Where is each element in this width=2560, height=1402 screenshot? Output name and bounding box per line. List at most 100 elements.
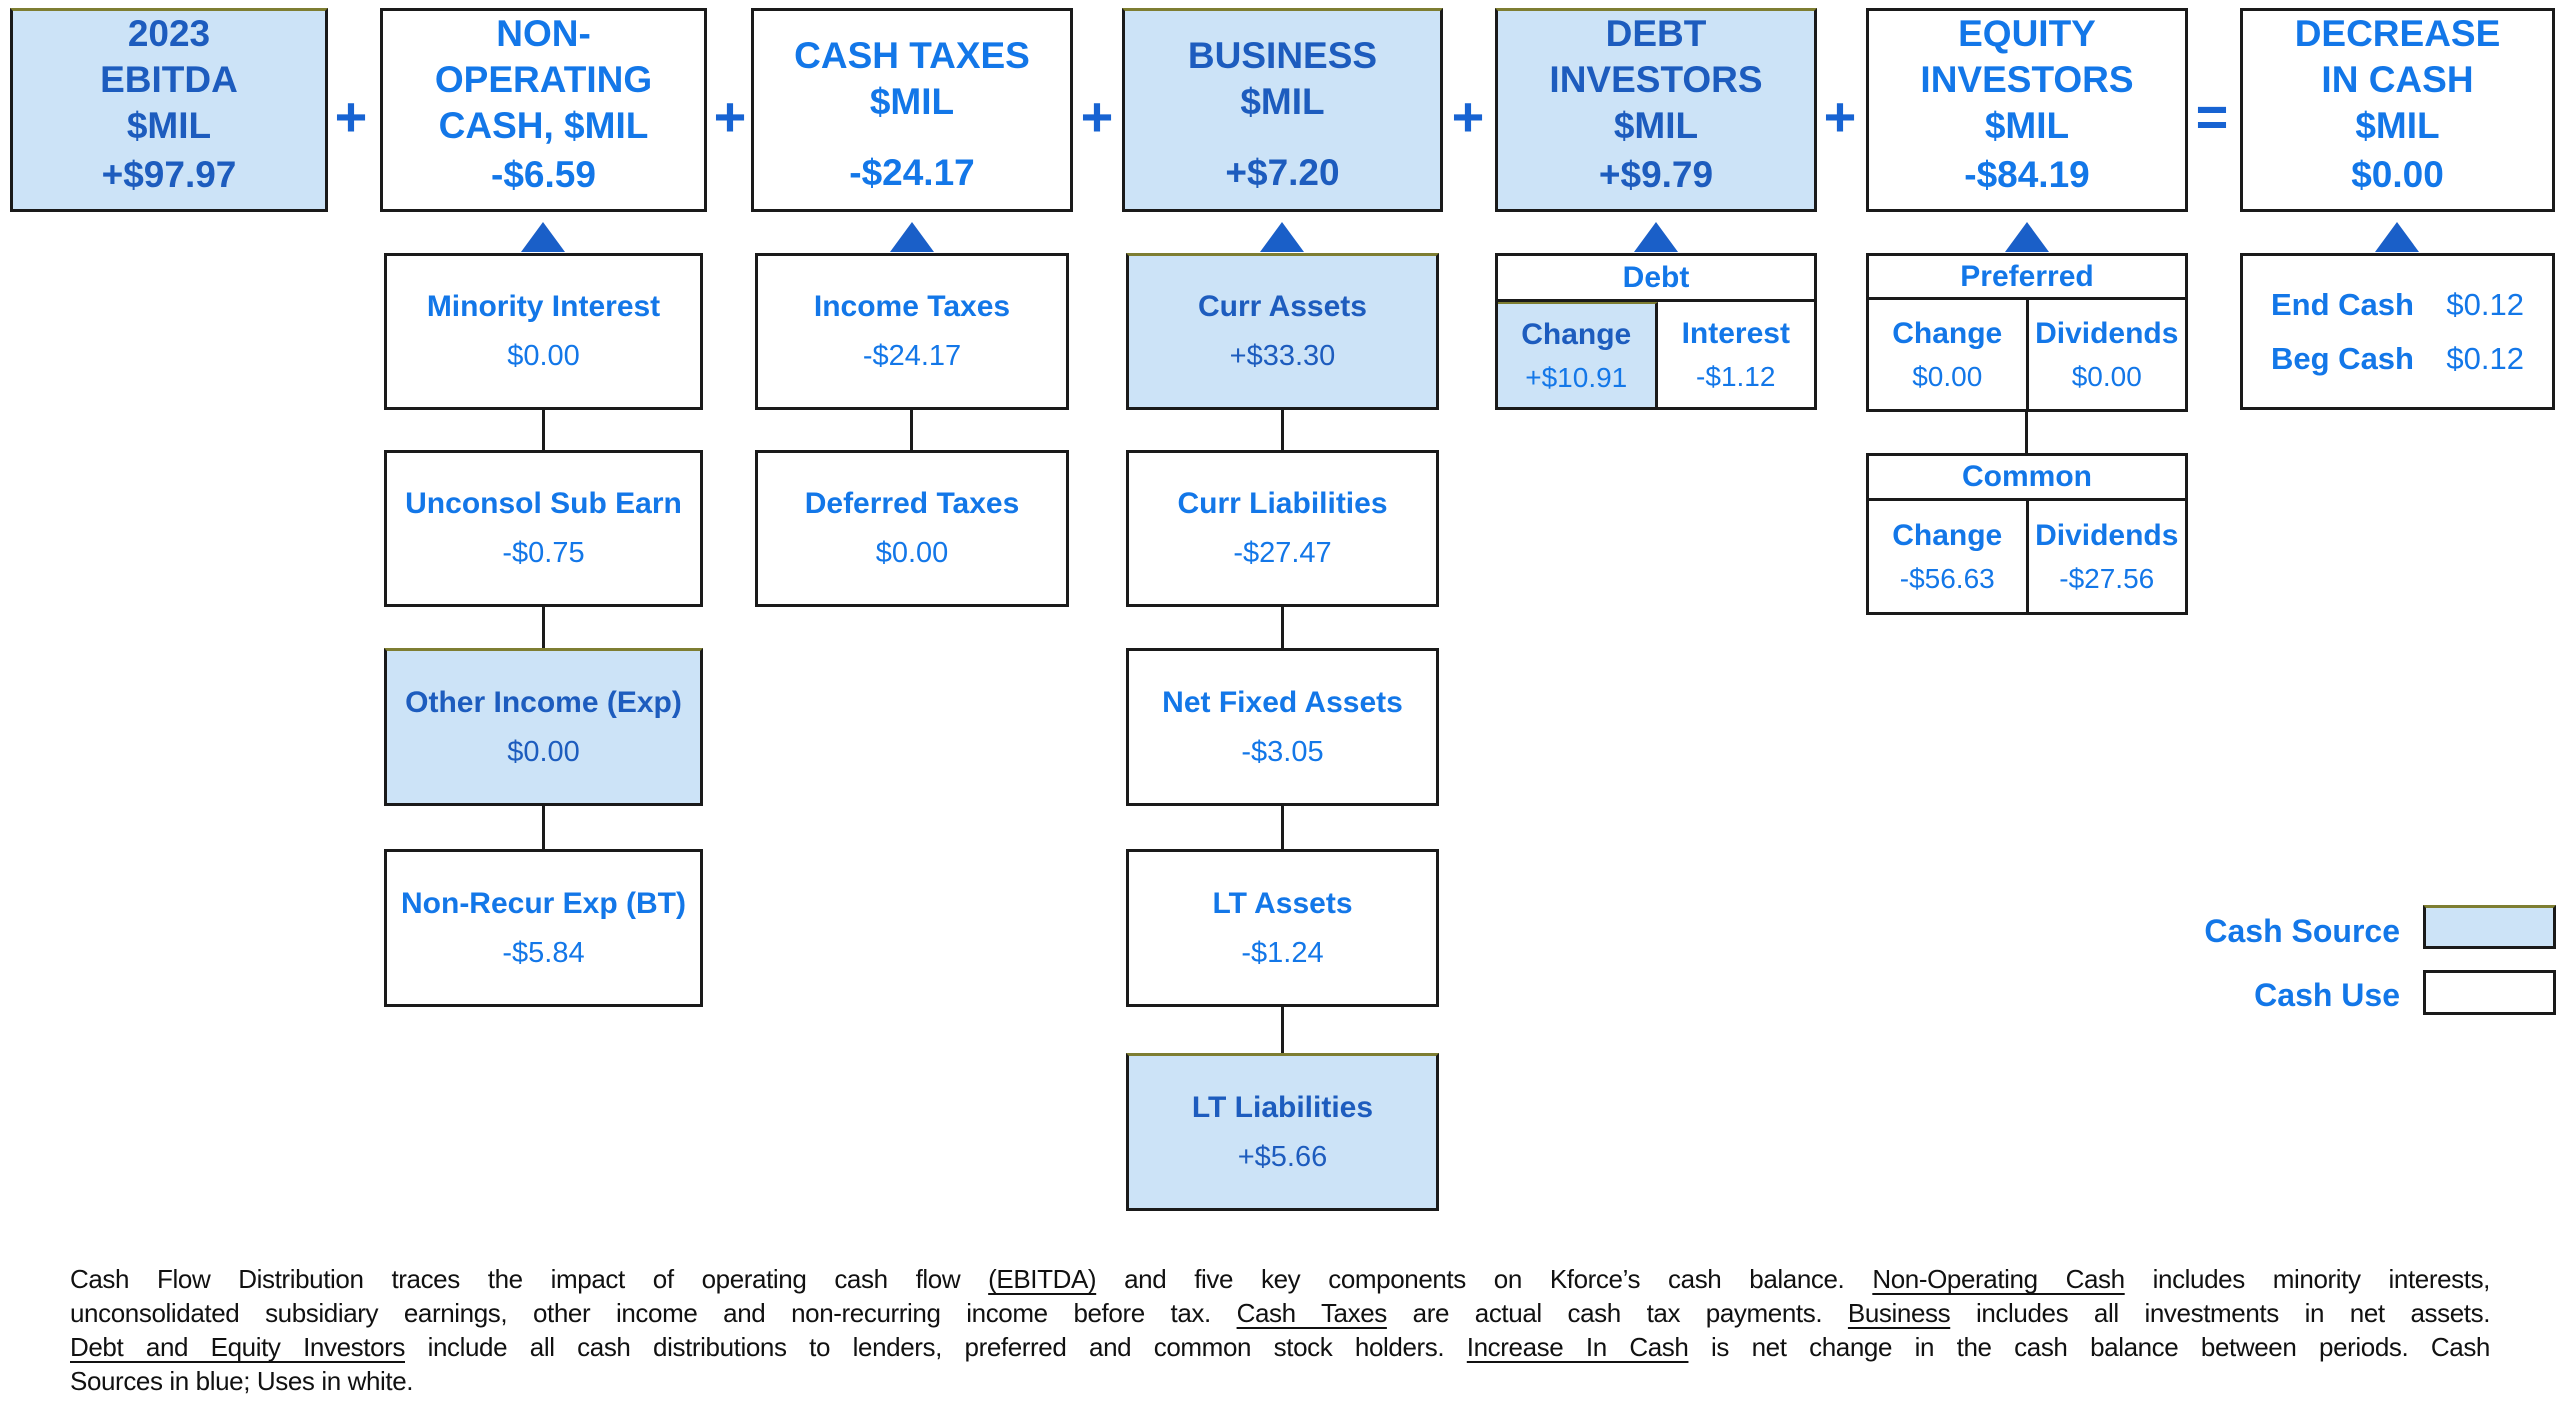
box-label: BUSINESS $MIL bbox=[1187, 35, 1378, 122]
box-debt-investors: DEBT INVESTORS $MIL +$9.79 bbox=[1495, 8, 1817, 212]
debt-interest-cell: Interest -$1.12 bbox=[1658, 302, 1815, 407]
box-cash-taxes: CASH TAXES $MIL -$24.17 bbox=[751, 8, 1073, 212]
row-label: End Cash bbox=[2271, 286, 2414, 322]
connector-line bbox=[1281, 1007, 1284, 1053]
box-label: LT Assets bbox=[1212, 886, 1353, 920]
box-label: Other Income (Exp) bbox=[405, 685, 682, 719]
cell-value: -$27.56 bbox=[2059, 562, 2155, 594]
debt-change-cell: Change +$10.91 bbox=[1498, 302, 1658, 407]
box-unconsol-sub-earn: Unconsol Sub Earn -$0.75 bbox=[384, 450, 703, 607]
box-curr-liabilities: Curr Liabilities -$27.47 bbox=[1126, 450, 1439, 607]
box-value: -$5.84 bbox=[502, 936, 585, 969]
box-value: -$24.17 bbox=[849, 152, 975, 193]
box-equity-investors: EQUITY INVESTORS $MIL -$84.19 bbox=[1866, 8, 2188, 212]
box-non-recur-exp-bt: Non-Recur Exp (BT) -$5.84 bbox=[384, 849, 703, 1007]
connector-line bbox=[542, 607, 545, 648]
box-label: DEBT INVESTORS $MIL bbox=[1549, 13, 1763, 146]
column-header: Dividends bbox=[2035, 317, 2179, 351]
footnote: Cash Flow Distribution traces the impact… bbox=[70, 1262, 2490, 1398]
box-value: -$24.17 bbox=[862, 340, 962, 373]
box-label: 2023 EBITDA $MIL bbox=[100, 13, 238, 146]
box-lt-assets: LT Assets -$1.24 bbox=[1126, 849, 1439, 1007]
end-cash-row: End Cash $0.12 bbox=[2243, 285, 2552, 325]
box-other-income-exp: Other Income (Exp) $0.00 bbox=[384, 648, 703, 806]
operator-plus-1: + bbox=[334, 85, 368, 148]
box-net-fixed-assets: Net Fixed Assets -$3.05 bbox=[1126, 648, 1439, 806]
cell-value: -$56.63 bbox=[1899, 562, 1995, 594]
box-label: Deferred Taxes bbox=[804, 487, 1020, 521]
cell-value: $0.00 bbox=[2071, 360, 2142, 392]
connector-line bbox=[1281, 806, 1284, 849]
debt-table: Debt Change +$10.91 Interest -$1.12 bbox=[1495, 253, 1817, 410]
up-arrow bbox=[890, 222, 934, 252]
connector-line bbox=[542, 806, 545, 849]
cash-summary-box: End Cash $0.12 Beg Cash $0.12 bbox=[2240, 253, 2555, 410]
up-arrow bbox=[2005, 222, 2049, 252]
legend-cash-use-label: Cash Use bbox=[2254, 977, 2400, 1013]
box-label: LT Liabilities bbox=[1191, 1090, 1374, 1124]
row-label: Beg Cash bbox=[2271, 340, 2414, 376]
preferred-change-cell: Change $0.00 bbox=[1869, 300, 2029, 409]
box-value: $0.00 bbox=[2351, 153, 2444, 195]
box-decrease-in-cash: DECREASE IN CASH $MIL $0.00 bbox=[2240, 8, 2555, 212]
footnote-line: Cash Flow Distribution traces the impact… bbox=[70, 1264, 2490, 1294]
up-arrow bbox=[1260, 222, 1304, 252]
cash-source-swatch bbox=[2423, 905, 2556, 949]
box-label: Curr Liabilities bbox=[1177, 487, 1388, 521]
legend-cash-source-label: Cash Source bbox=[2204, 913, 2400, 949]
box-label: EQUITY INVESTORS $MIL bbox=[1920, 13, 2134, 146]
operator-plus-4: + bbox=[1451, 85, 1485, 148]
box-label: Curr Assets bbox=[1198, 290, 1367, 324]
preferred-dividends-cell: Dividends $0.00 bbox=[2029, 300, 2186, 409]
up-arrow bbox=[2375, 222, 2419, 252]
preferred-table: Preferred Change $0.00 Dividends $0.00 bbox=[1866, 253, 2188, 412]
box-value: +$9.79 bbox=[1598, 153, 1714, 195]
box-value: -$0.75 bbox=[502, 537, 585, 570]
box-value: +$5.66 bbox=[1237, 1140, 1328, 1173]
box-label: CASH TAXES $MIL bbox=[794, 35, 1030, 122]
connector-line bbox=[542, 410, 545, 450]
operator-plus-5: + bbox=[1823, 85, 1857, 148]
row-value: $0.12 bbox=[2446, 340, 2524, 376]
debt-table-title: Debt bbox=[1498, 256, 1814, 302]
connector-line bbox=[2025, 412, 2028, 453]
box-value: $0.00 bbox=[875, 537, 949, 570]
footnote-line: Sources in blue; Uses in white. bbox=[70, 1366, 414, 1396]
cell-value: -$1.12 bbox=[1696, 360, 1776, 392]
column-header: Interest bbox=[1681, 317, 1790, 351]
box-deferred-taxes: Deferred Taxes $0.00 bbox=[755, 450, 1069, 607]
box-label: DECREASE IN CASH $MIL bbox=[2294, 13, 2501, 146]
common-table-title: Common bbox=[1869, 456, 2185, 501]
up-arrow bbox=[1634, 222, 1678, 252]
beg-cash-row: Beg Cash $0.12 bbox=[2243, 339, 2552, 379]
box-value: -$1.24 bbox=[1241, 936, 1324, 969]
column-header: Change bbox=[1521, 318, 1632, 352]
cell-value: $0.00 bbox=[1912, 360, 1983, 392]
box-value: +$33.30 bbox=[1229, 340, 1336, 373]
box-value: -$27.47 bbox=[1233, 537, 1332, 570]
box-value: -$6.59 bbox=[491, 153, 596, 195]
column-header: Change bbox=[1892, 317, 2003, 351]
cash-use-swatch bbox=[2423, 970, 2556, 1015]
operator-equals: = bbox=[2195, 85, 2229, 148]
box-curr-assets: Curr Assets +$33.30 bbox=[1126, 253, 1439, 410]
common-change-cell: Change -$56.63 bbox=[1869, 501, 2029, 612]
footnote-line: Debt and Equity Investors include all ca… bbox=[70, 1332, 2490, 1362]
operator-plus-3: + bbox=[1080, 85, 1114, 148]
preferred-table-title: Preferred bbox=[1869, 256, 2185, 300]
box-value: $0.00 bbox=[507, 340, 580, 373]
box-income-taxes: Income Taxes -$24.17 bbox=[755, 253, 1069, 410]
column-header: Dividends bbox=[2035, 519, 2179, 553]
box-lt-liabilities: LT Liabilities +$5.66 bbox=[1126, 1053, 1439, 1211]
box-value: +$7.20 bbox=[1225, 152, 1340, 193]
box-value: -$3.05 bbox=[1241, 735, 1324, 768]
box-label: Income Taxes bbox=[813, 290, 1011, 324]
box-ebitda: 2023 EBITDA $MIL +$97.97 bbox=[10, 8, 328, 212]
box-value: -$84.19 bbox=[1964, 153, 2090, 195]
box-label: Minority Interest bbox=[426, 290, 661, 324]
connector-line bbox=[1281, 410, 1284, 450]
up-arrow bbox=[521, 222, 565, 252]
box-label: Net Fixed Assets bbox=[1162, 685, 1403, 719]
box-minority-interest: Minority Interest $0.00 bbox=[384, 253, 703, 410]
